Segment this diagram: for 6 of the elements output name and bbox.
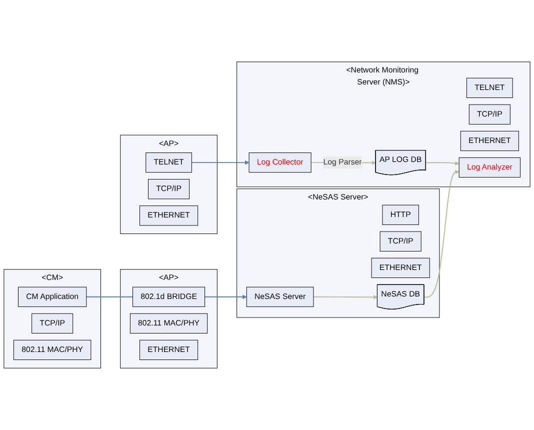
arrow (425, 161, 460, 166)
connector (86, 296, 134, 298)
arrow (191, 160, 250, 165)
arrow (424, 170, 460, 298)
arrow (312, 294, 378, 300)
arrow (204, 294, 247, 300)
